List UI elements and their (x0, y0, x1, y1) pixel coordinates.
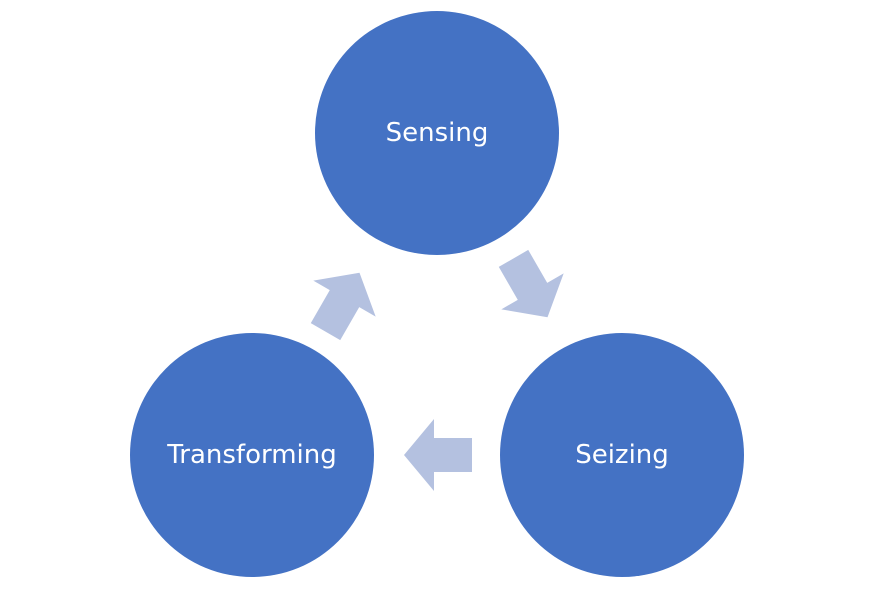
node-seizing-circle (500, 333, 744, 577)
node-transforming-circle (130, 333, 374, 577)
arrow-sensing-to-seizing-shape (498, 249, 564, 318)
node-sensing: Sensing (315, 11, 559, 255)
arrow-transforming-to-sensing-shape (310, 272, 376, 341)
arrow-transforming-to-sensing (310, 272, 376, 341)
arrow-sensing-to-seizing (498, 249, 564, 318)
node-transforming: Transforming (130, 333, 374, 577)
node-sensing-circle (315, 11, 559, 255)
arrow-seizing-to-transforming-shape (404, 419, 472, 491)
arrow-seizing-to-transforming (404, 419, 472, 491)
node-seizing: Seizing (500, 333, 744, 577)
node-sensing-label: Sensing (386, 118, 489, 148)
node-seizing-label: Seizing (575, 440, 669, 470)
node-transforming-label: Transforming (166, 440, 337, 470)
